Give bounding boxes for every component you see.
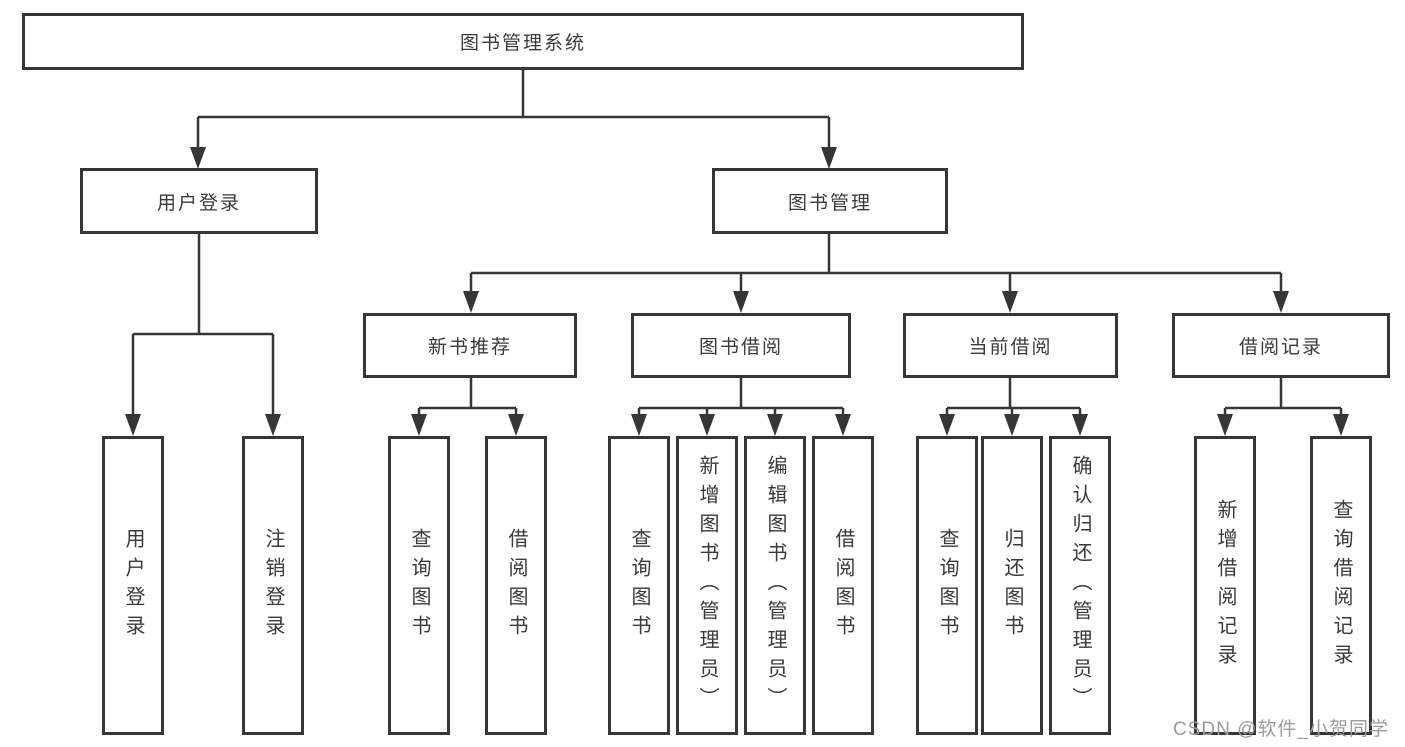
csdn-watermark: CSDN @软件_小贺同学 — [1173, 719, 1389, 740]
node-label: 查询借阅记录 — [1330, 498, 1352, 673]
leaf-query-books-borrow: 查询图书 — [608, 436, 670, 735]
arrowhead — [411, 414, 427, 436]
node-label: 查询图书 — [628, 527, 650, 644]
node-label: 用户登录 — [122, 527, 144, 644]
node-current-borrow: 当前借阅 — [903, 313, 1118, 378]
leaf-query-borrow-record: 查询借阅记录 — [1310, 436, 1372, 735]
node-label: 新增借阅记录 — [1214, 498, 1236, 673]
leaf-add-borrow-record: 新增借阅记录 — [1194, 436, 1256, 735]
leaf-edit-books-admin: 编辑图书（管理员） — [744, 436, 806, 735]
arrowhead — [1072, 414, 1088, 436]
arrowhead — [1333, 414, 1349, 436]
arrowhead — [1004, 414, 1020, 436]
arrowhead — [733, 291, 749, 313]
leaf-query-books-recommend: 查询图书 — [388, 436, 450, 735]
node-label: 查询图书 — [936, 527, 958, 644]
arrowhead-group — [125, 147, 1349, 436]
arrowhead — [699, 414, 715, 436]
node-label: 编辑图书（管理员） — [764, 455, 786, 716]
leaf-add-books-admin: 新增图书（管理员） — [676, 436, 738, 735]
node-label: 用户登录 — [156, 192, 241, 214]
leaf-logout-login: 注销登录 — [242, 436, 304, 735]
node-book-borrow: 图书借阅 — [631, 313, 851, 378]
arrowhead — [508, 414, 524, 436]
node-new-book-recommend: 新书推荐 — [363, 313, 577, 378]
leaf-borrow-books: 借阅图书 — [812, 436, 874, 735]
leaf-confirm-return-admin: 确认归还（管理员） — [1049, 436, 1111, 735]
node-label: 查询图书 — [408, 527, 430, 644]
connector-line-group — [131, 70, 1343, 415]
node-label: 确认归还（管理员） — [1069, 455, 1091, 716]
arrowhead — [1002, 291, 1018, 313]
node-book-management: 图书管理 — [712, 168, 948, 234]
node-label: 当前借阅 — [968, 337, 1053, 358]
node-label: 图书管理系统 — [459, 33, 586, 54]
node-label: 借阅图书 — [505, 527, 527, 644]
node-label: 借阅记录 — [1238, 337, 1323, 358]
node-borrow-records: 借阅记录 — [1172, 313, 1390, 378]
arrowhead — [1273, 291, 1289, 313]
node-label: 归还图书 — [1001, 527, 1023, 644]
arrowhead — [631, 414, 647, 436]
node-label: 借阅图书 — [832, 527, 854, 644]
node-label: 注销登录 — [262, 527, 284, 644]
leaf-borrow-books-recommend: 借阅图书 — [485, 436, 547, 735]
arrowhead — [265, 414, 281, 436]
leaf-query-books-current: 查询图书 — [916, 436, 978, 735]
node-label: 新增图书（管理员） — [696, 455, 718, 716]
arrowhead — [1217, 414, 1233, 436]
node-library-management-system: 图书管理系统 — [22, 13, 1024, 70]
node-label: 新书推荐 — [427, 337, 512, 358]
leaf-return-books: 归还图书 — [981, 436, 1043, 735]
leaf-user-login: 用户登录 — [102, 436, 164, 735]
arrowhead — [463, 291, 479, 313]
arrowhead — [835, 414, 851, 436]
node-label: 图书管理 — [787, 192, 872, 214]
arrowhead — [125, 414, 141, 436]
node-label: 图书借阅 — [698, 337, 783, 358]
arrowhead — [190, 147, 206, 169]
arrowhead — [821, 147, 837, 169]
arrowhead — [767, 414, 783, 436]
arrowhead — [939, 414, 955, 436]
node-user-login: 用户登录 — [80, 168, 318, 234]
